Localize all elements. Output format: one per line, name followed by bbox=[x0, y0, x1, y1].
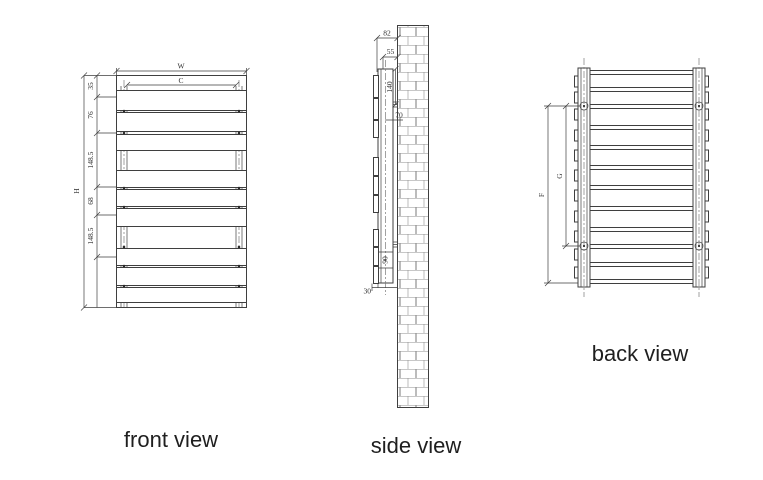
back-tube bbox=[589, 206, 694, 211]
front-dim-c-label: C bbox=[178, 76, 183, 85]
side-panel-tab bbox=[373, 98, 379, 120]
back-rail-inner-lines bbox=[580, 68, 703, 287]
front-dim-h-line bbox=[80, 72, 88, 311]
side-dim-82-label: 82 bbox=[383, 29, 391, 38]
side-view-drawing: 82 55 140 70 90 30 bbox=[364, 25, 429, 408]
side-dim-140-label: 140 bbox=[385, 81, 394, 93]
tube-joint-dot bbox=[122, 131, 126, 135]
tube-joint-dot bbox=[122, 186, 126, 190]
front-dim-spacing-148b: 148.5 bbox=[86, 227, 95, 244]
front-dim-w-label: W bbox=[177, 62, 185, 71]
side-dim-140-line bbox=[392, 65, 399, 108]
side-panel-tab bbox=[373, 157, 379, 176]
mounting-hole bbox=[694, 101, 704, 111]
side-panel-tab bbox=[373, 229, 379, 247]
back-tube bbox=[589, 279, 694, 284]
back-tube bbox=[589, 227, 694, 232]
back-dim-g-label: G bbox=[555, 173, 564, 179]
mounting-hole-center bbox=[582, 104, 586, 108]
front-dim-spacing-35: 35 bbox=[86, 82, 95, 90]
side-dim-90-lines bbox=[378, 251, 393, 269]
back-tube bbox=[589, 262, 694, 267]
side-dim-55-line bbox=[379, 53, 401, 69]
front-flat-panel bbox=[116, 170, 247, 188]
side-panel-tab bbox=[373, 266, 379, 284]
side-dim-82-line bbox=[373, 34, 401, 72]
front-tube-joints bbox=[122, 109, 241, 288]
back-tube bbox=[589, 185, 694, 190]
front-flat-panel bbox=[116, 112, 247, 132]
front-dim-spacing-76: 76 bbox=[86, 111, 95, 119]
front-view-caption: front view bbox=[124, 427, 218, 452]
wall-outline bbox=[397, 25, 429, 408]
side-panel-tab bbox=[373, 195, 379, 213]
side-bottom-bracket bbox=[393, 241, 398, 248]
back-tube bbox=[589, 165, 694, 170]
mounting-hole-center bbox=[697, 104, 701, 108]
side-view-caption: side view bbox=[371, 433, 462, 458]
front-dim-spacing-68: 68 bbox=[86, 197, 95, 205]
front-panels bbox=[116, 90, 247, 303]
tube-joint-dot bbox=[237, 264, 241, 268]
back-view-caption: back view bbox=[592, 341, 689, 366]
tube-joint-dot bbox=[122, 284, 126, 288]
wall-brick-fill bbox=[397, 25, 429, 408]
back-rail-centerlines bbox=[583, 58, 700, 297]
tube-joint-dot bbox=[237, 245, 241, 249]
back-dim-extension-lines bbox=[544, 105, 580, 284]
side-dim-30-line bbox=[371, 283, 398, 291]
front-flat-panel bbox=[116, 287, 247, 303]
front-flat-panel bbox=[116, 267, 247, 286]
front-flat-panel bbox=[116, 208, 247, 227]
front-flat-panel bbox=[116, 134, 247, 151]
back-tube bbox=[589, 87, 694, 92]
back-tubes bbox=[589, 70, 694, 284]
side-dim-90-label: 90 bbox=[381, 256, 390, 264]
tube-joint-dot bbox=[237, 186, 241, 190]
back-tube bbox=[589, 244, 694, 249]
front-body-outline bbox=[116, 75, 247, 308]
side-panel-tab bbox=[373, 176, 379, 195]
back-dim-f-label: F bbox=[537, 193, 546, 197]
front-dim-spacing-148a: 148.5 bbox=[86, 151, 95, 168]
back-tube bbox=[589, 70, 694, 75]
side-dim-55-label: 55 bbox=[387, 47, 395, 56]
back-tube bbox=[589, 104, 694, 109]
back-view-drawing: G F bbox=[537, 58, 709, 297]
tube-joint-dot bbox=[122, 245, 126, 249]
tube-joint-dot bbox=[122, 264, 126, 268]
tube-joint-dot bbox=[237, 205, 241, 209]
side-panel-tab bbox=[373, 75, 379, 98]
tube-joint-dot bbox=[122, 205, 126, 209]
front-dim-w-line bbox=[113, 67, 250, 76]
front-flat-panel bbox=[116, 189, 247, 207]
back-tube bbox=[589, 145, 694, 150]
mounting-hole-center bbox=[582, 244, 586, 248]
tube-joint-dot bbox=[237, 109, 241, 113]
side-dim-70-label: 70 bbox=[395, 111, 403, 120]
tube-joint-dot bbox=[237, 131, 241, 135]
front-dim-extension-lines bbox=[84, 75, 117, 308]
side-panel-tabs bbox=[373, 75, 379, 284]
back-tube bbox=[589, 125, 694, 130]
side-dim-30-label: 30 bbox=[364, 287, 372, 296]
tube-joint-dot bbox=[237, 284, 241, 288]
front-flat-panel bbox=[116, 248, 247, 266]
front-dim-h-label: H bbox=[72, 188, 81, 194]
mounting-hole bbox=[694, 241, 704, 251]
side-panel-tab bbox=[373, 120, 379, 138]
front-flat-panel bbox=[116, 90, 247, 111]
tube-joint-dot bbox=[122, 109, 126, 113]
front-view-drawing: W C H 35 76 148.5 68 148.5 bbox=[72, 62, 250, 311]
front-dim-c-line bbox=[123, 81, 240, 89]
side-panel-tab bbox=[373, 247, 379, 266]
mounting-hole-center bbox=[697, 244, 701, 248]
